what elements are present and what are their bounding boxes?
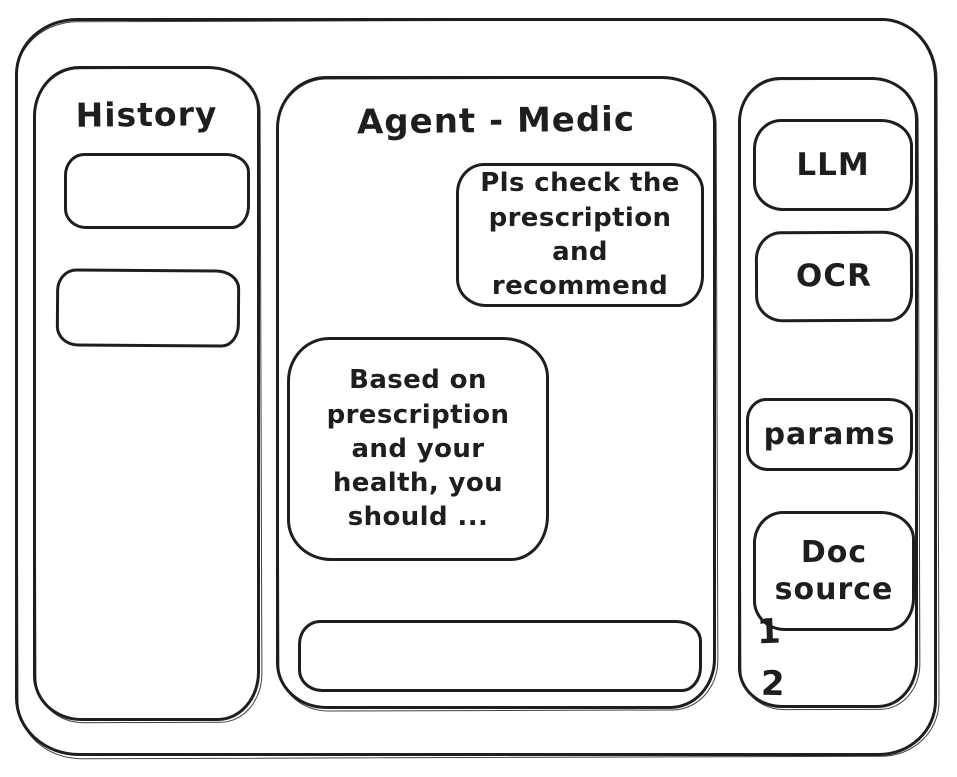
chat-input[interactable]: [298, 620, 702, 692]
doc-source-item-1: 1: [756, 611, 782, 653]
history-item-1[interactable]: [64, 153, 250, 229]
history-panel-title: History: [75, 94, 218, 135]
history-item-2[interactable]: [55, 268, 241, 348]
params-button[interactable]: params: [746, 398, 913, 471]
chat-panel: Agent - Medic Pls check the prescription…: [276, 76, 716, 709]
user-message-bubble: Pls check the prescription and recommend: [456, 163, 704, 307]
doc-source-item-2: 2: [760, 663, 786, 705]
tools-panel: LLM OCR params Doc source 1 2: [738, 77, 918, 708]
doc-source-button[interactable]: Doc source: [753, 511, 915, 631]
llm-button[interactable]: LLM: [753, 119, 913, 211]
chat-panel-title: Agent - Medic: [356, 99, 636, 143]
ocr-button[interactable]: OCR: [754, 230, 914, 323]
history-panel: History: [33, 66, 260, 721]
assistant-message-bubble: Based on prescription and your health, y…: [287, 337, 549, 561]
